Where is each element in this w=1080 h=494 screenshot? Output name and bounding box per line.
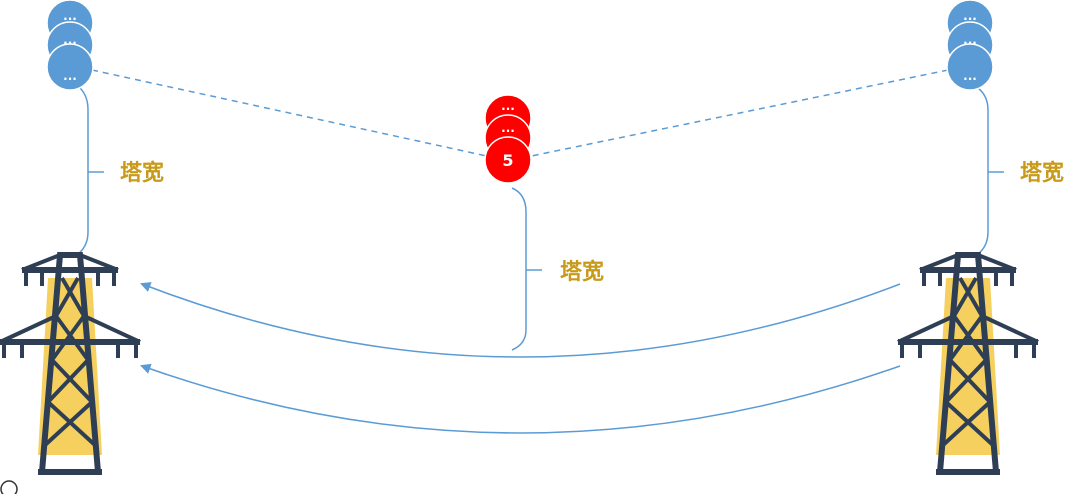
corner-circle-icon (0, 480, 18, 494)
node-left-top-label: ... (63, 9, 77, 23)
dashed-line-right (511, 69, 949, 161)
brace-left (77, 87, 89, 255)
node-center-bottom-label: 5 (502, 151, 513, 170)
insulator-center: ... ... 5 (484, 94, 532, 184)
tower-width-label-left: 塔宽 (120, 160, 164, 186)
node-right-bottom (946, 43, 994, 91)
node-center-bottom (484, 136, 532, 184)
node-center-mid-label: ... (501, 121, 515, 135)
tower-width-label-center: 塔宽 (560, 259, 604, 285)
insulator-left: ... ... ... (46, 0, 94, 91)
brace-right (977, 87, 989, 255)
tower-width-label-right: 塔宽 (1020, 160, 1064, 186)
insulator-right: ... ... ... (946, 0, 994, 91)
node-left-bottom (46, 43, 94, 91)
node-left-bottom-label: ... (63, 69, 77, 83)
arrow-lower (140, 363, 901, 434)
node-right-bottom-label: ... (963, 69, 977, 83)
tower-left (0, 252, 141, 475)
arrow-upper (140, 282, 901, 358)
tower-right (897, 252, 1039, 475)
dashed-line-left (91, 69, 506, 161)
brace-center (511, 187, 527, 351)
node-right-top-label: ... (963, 9, 977, 23)
node-center-top-label: ... (501, 99, 515, 113)
